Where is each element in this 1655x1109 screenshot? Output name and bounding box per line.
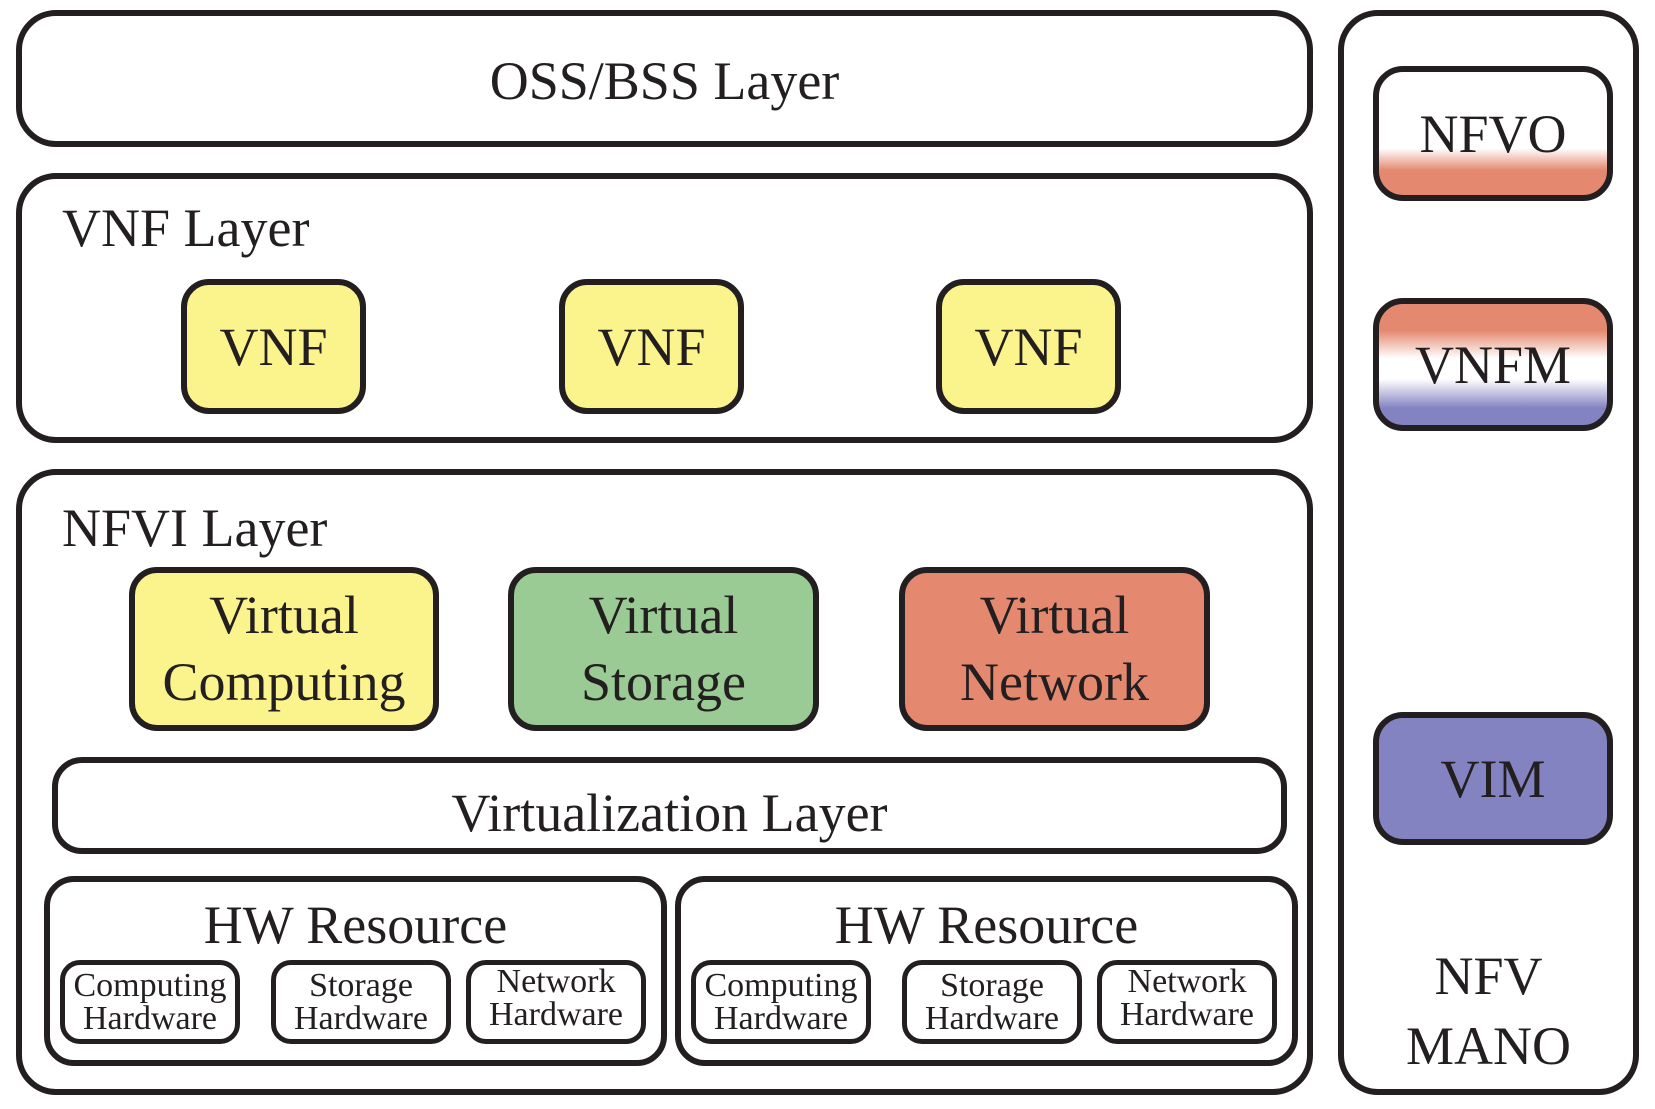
virtual-computing-line1: Virtual: [209, 585, 359, 646]
vnf-layer: VNF Layer VNF VNF VNF: [16, 173, 1313, 443]
vnfm-box: VNFM: [1373, 298, 1613, 431]
virtual-computing-box: Virtual Computing: [129, 567, 439, 731]
vnf-box-label: VNF: [597, 316, 706, 377]
vnf-box-3: VNF: [936, 279, 1121, 414]
hw-resource-1: HW Resource Computing Hardware Storage H…: [44, 876, 667, 1066]
hw-item-line2: Hardware: [924, 1000, 1060, 1037]
nfv-mano-label: NFV MANO: [1344, 941, 1633, 1081]
hw-item-line1: Storage: [309, 966, 413, 1004]
vnfm-label: VNFM: [1414, 334, 1572, 395]
virtual-network-line2: Network: [960, 652, 1149, 712]
hw-resource-label: HW Resource: [203, 895, 508, 955]
vnf-box-label: VNF: [219, 316, 328, 377]
hw-item-line1: Network: [1127, 962, 1247, 1000]
network-hardware-box: Network Hardware: [466, 960, 646, 1044]
virtual-storage-box: Virtual Storage: [508, 567, 819, 731]
nfvi-layer: NFVI Layer Virtual Computing Virtual Sto…: [16, 469, 1313, 1095]
oss-bss-layer: OSS/BSS Layer: [16, 10, 1313, 147]
hw-item-line2: Hardware: [713, 1000, 849, 1037]
vim-box: VIM: [1373, 712, 1613, 845]
hw-item-line1: Computing: [704, 966, 858, 1004]
storage-hardware-box: Storage Hardware: [902, 960, 1082, 1044]
vnf-box-1: VNF: [181, 279, 366, 414]
computing-hardware-box: Computing Hardware: [691, 960, 871, 1044]
hw-resource-2: HW Resource Computing Hardware Storage H…: [675, 876, 1298, 1066]
vnf-box-2: VNF: [559, 279, 744, 414]
nfv-mano-label-line1: NFV: [1434, 946, 1543, 1006]
oss-bss-layer-label: OSS/BSS Layer: [489, 51, 840, 111]
hw-item-line1: Network: [496, 962, 616, 1000]
nfv-mano-label-line2: MANO: [1405, 1016, 1571, 1077]
virtualization-layer: Virtualization Layer: [52, 757, 1287, 854]
nfvo-box: NFVO: [1373, 66, 1613, 201]
network-hardware-box: Network Hardware: [1097, 960, 1277, 1044]
virtual-network-box: Virtual Network: [899, 567, 1210, 731]
vnf-box-label: VNF: [974, 316, 1083, 377]
hw-item-line1: Computing: [73, 966, 227, 1004]
hw-resource-label: HW Resource: [834, 895, 1139, 955]
hw-item-line2: Hardware: [293, 1000, 429, 1037]
storage-hardware-box: Storage Hardware: [271, 960, 451, 1044]
nfv-mano-panel: NFVO VNFM VIM NFV MANO: [1338, 10, 1639, 1095]
virtualization-layer-label: Virtualization Layer: [451, 783, 888, 843]
nfvo-label: NFVO: [1419, 103, 1567, 164]
nfvi-layer-label: NFVI Layer: [62, 498, 328, 558]
virtual-computing-line2: Computing: [162, 652, 406, 712]
virtual-network-line1: Virtual: [979, 585, 1130, 646]
virtual-storage-line2: Storage: [581, 652, 746, 712]
hw-item-line1: Storage: [940, 966, 1044, 1004]
vim-label: VIM: [1440, 748, 1546, 809]
hw-item-line2: Hardware: [1119, 996, 1255, 1033]
virtual-storage-line1: Virtual: [588, 585, 739, 646]
computing-hardware-box: Computing Hardware: [60, 960, 240, 1044]
vnf-layer-label: VNF Layer: [62, 198, 310, 258]
hw-item-line2: Hardware: [82, 1000, 218, 1037]
hw-item-line2: Hardware: [488, 996, 624, 1033]
